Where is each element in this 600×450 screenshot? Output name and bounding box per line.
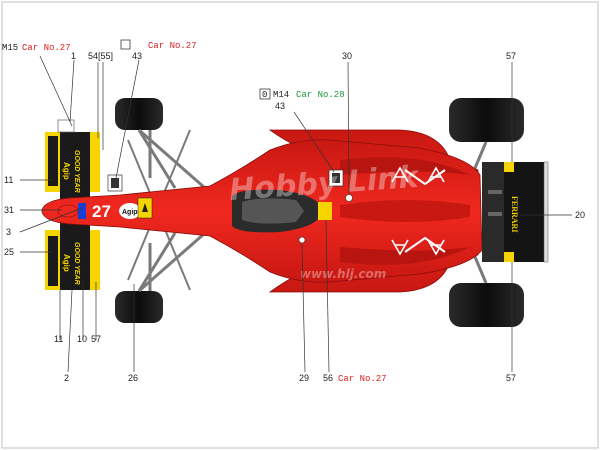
tyre-rear-bottom: [449, 283, 524, 327]
label-m15-car: Car No.27: [22, 43, 71, 53]
label-m14-car: Car No.28: [296, 90, 345, 100]
label-top-center-car: Car No.27: [148, 41, 197, 51]
label-m14-box-text: 0: [262, 90, 267, 100]
goodyear-decal-top: GOOD YEAR: [73, 150, 80, 193]
decal-29-dot: [298, 236, 306, 244]
tyre-front-bottom: [115, 291, 163, 323]
label-2: 2: [64, 373, 69, 383]
label-top-center-box: [120, 39, 131, 50]
label-57-left: 57: [91, 334, 101, 344]
car-number-decal: 27: [92, 202, 111, 221]
label-11-bottom: 11: [54, 334, 63, 344]
label-43-mid: 43: [275, 101, 285, 111]
label-54-55: 54[55]: [88, 51, 113, 61]
suspension: [127, 128, 488, 293]
tyre-front-top: [115, 98, 163, 130]
decal-56-sticker: [318, 202, 332, 220]
goodyear-decal-bottom: GOOD YEAR: [73, 242, 80, 285]
leader-lines: [19, 55, 572, 373]
label-29: 29: [299, 373, 309, 383]
label-1: 1: [71, 51, 76, 61]
label-43-top: 43: [132, 51, 142, 61]
seat: [242, 198, 304, 224]
label-56: 56: [323, 373, 333, 383]
label-10: 10: [77, 334, 87, 344]
front-plate-top-white: [57, 119, 75, 133]
label-11-top: 11: [4, 175, 13, 185]
label-m15: M15: [2, 43, 18, 53]
label-31: 31: [4, 205, 14, 215]
label-m14-box: [259, 88, 271, 100]
watermark-line-2: www.hlj.com: [300, 267, 386, 281]
tyre-rear-top: [449, 98, 524, 142]
decal-30-dot: [345, 194, 353, 202]
rear-wing: FERRARI: [482, 161, 549, 263]
label-3: 3: [6, 227, 11, 237]
agip-decal-front-top: Agip: [62, 162, 71, 180]
label-56-car: Car No.27: [338, 374, 387, 384]
callout-labels: M15 Car No.27 Car No.27 1 54[55] 43 30 0…: [2, 39, 585, 384]
agip-nose-text: Agip: [122, 209, 138, 216]
agip-decal-front-bottom: Agip: [62, 254, 71, 272]
label-m14: M14: [273, 90, 289, 100]
agip-nose-badge: [119, 203, 141, 219]
label-26: 26: [128, 373, 138, 383]
tyres: [115, 98, 524, 327]
rear-wing-endplate: [543, 161, 549, 263]
ferrari-rear-wing-decal: FERRARI: [510, 196, 519, 232]
label-25: 25: [4, 247, 14, 257]
label-57-bottom: 57: [506, 373, 516, 383]
label-30: 30: [342, 51, 352, 61]
nose-blue-decal: [78, 203, 86, 219]
label-20: 20: [575, 210, 585, 220]
label-57-top: 57: [506, 51, 516, 61]
